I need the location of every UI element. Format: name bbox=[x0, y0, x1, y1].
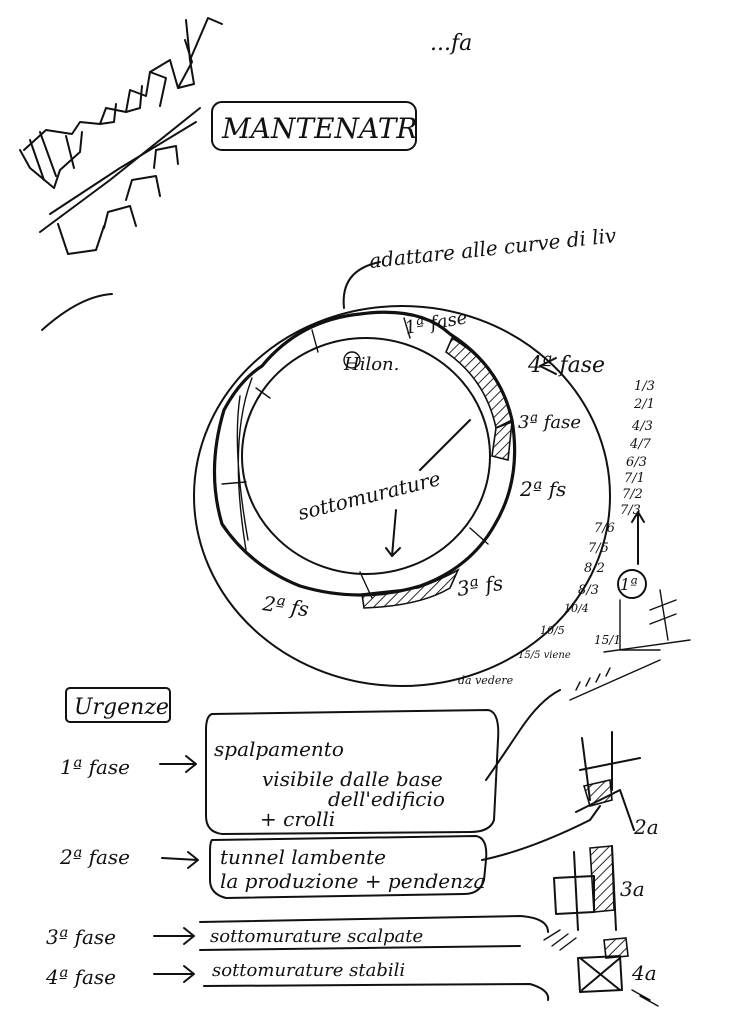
urgenze-row-3: 3ª fase sottomurature scalpate bbox=[46, 915, 549, 951]
leader-arrow-down bbox=[385, 509, 401, 557]
outer-contour-circle bbox=[193, 305, 611, 687]
top-note: ...fa bbox=[430, 31, 472, 56]
marker-circle bbox=[617, 569, 647, 599]
row-phase-label: 3ª fase bbox=[46, 925, 116, 949]
ring-diagram bbox=[193, 261, 611, 687]
date-item: 15/1 bbox=[594, 633, 621, 647]
ring-outer-note: adattare alle curve di liv bbox=[368, 223, 618, 273]
date-item: 15/5 viene bbox=[518, 650, 571, 661]
section-label-2a: 2a bbox=[633, 815, 659, 839]
hub-label: Hilon. bbox=[343, 354, 399, 375]
row-text: tunnel lambente bbox=[220, 845, 386, 869]
row-arrow bbox=[161, 851, 199, 869]
date-item: 4/3 bbox=[631, 419, 653, 434]
section-label-4a: 4a bbox=[631, 961, 657, 985]
date-item: 7/2 bbox=[622, 487, 643, 502]
date-item: 6/3 bbox=[626, 455, 647, 470]
row-text: + crolli bbox=[260, 807, 335, 831]
timeline-arrow-up bbox=[631, 511, 645, 565]
hatched-segment-4 bbox=[445, 336, 513, 430]
row-phase-label: 4ª fase bbox=[45, 965, 116, 989]
section-ground-4 bbox=[631, 989, 659, 1007]
section-ground-3 bbox=[543, 929, 577, 951]
hatched-segment-3-bottom bbox=[361, 568, 460, 609]
row-phase-label: 2ª fase bbox=[59, 845, 130, 869]
ring-phase-3-bottom: 3ª fs bbox=[455, 571, 504, 601]
ring-phase-1: 1ª fase bbox=[403, 307, 469, 339]
hatched-segment-3-top bbox=[491, 420, 513, 461]
urgenze-row-2: 2ª fase tunnel lambente la produzione + … bbox=[59, 835, 488, 899]
ring-phase-4: 4ª fase bbox=[527, 353, 605, 378]
date-item: 7/5 bbox=[588, 541, 609, 556]
row-text: dell'edificio bbox=[328, 787, 445, 811]
urgenze-heading-box bbox=[65, 687, 171, 723]
outer-ring-wall bbox=[212, 310, 517, 597]
row-text: sottomurature scalpate bbox=[210, 926, 423, 947]
phase4-arrow bbox=[539, 357, 557, 375]
ring-left-double-line bbox=[236, 377, 253, 551]
urgenze-row-4: 4ª fase sottomurature stabili bbox=[45, 960, 550, 1001]
stray-stroke bbox=[41, 293, 113, 331]
timeline-caption: da vedere bbox=[458, 674, 514, 687]
center-label: sottomurature bbox=[295, 466, 443, 525]
date-item: 10/5 bbox=[540, 624, 565, 637]
date-item: 7/1 bbox=[624, 471, 645, 486]
row-box bbox=[199, 915, 549, 951]
date-item: 4/7 bbox=[629, 437, 652, 452]
date-item: 8/2 bbox=[584, 561, 605, 576]
page-title: MANTENATR bbox=[221, 112, 417, 145]
row-text: la produzione + pendenza bbox=[220, 869, 485, 893]
date-item: 10/4 bbox=[564, 602, 589, 615]
date-item: 8/3 bbox=[578, 583, 599, 598]
row-underline bbox=[203, 983, 550, 1001]
row-box bbox=[205, 709, 500, 835]
ring-segment-ticks bbox=[221, 317, 489, 599]
side-section-sketches: 2a 3a 4a bbox=[543, 731, 659, 1007]
date-item: 7/6 bbox=[594, 521, 615, 536]
timeline-ground-hatch bbox=[569, 639, 691, 701]
row-text: visibile dalle base bbox=[262, 767, 443, 791]
row-arrow bbox=[159, 755, 197, 773]
ring-phase-2-left: 2ª fs bbox=[260, 591, 310, 621]
section-hatch-2 bbox=[582, 779, 613, 807]
section-hatch-3 bbox=[589, 845, 615, 913]
leader-center bbox=[419, 419, 471, 471]
ring-phase-3-top: 3ª fase bbox=[518, 412, 581, 433]
connector-to-timeline bbox=[485, 689, 561, 781]
section-hatch-4 bbox=[603, 937, 629, 959]
row-text: spalpamento bbox=[214, 737, 344, 761]
section-sketch-2 bbox=[575, 731, 641, 831]
hub-circle bbox=[343, 351, 361, 369]
timeline-dates: 1/3 2/1 4/3 4/7 6/3 7/1 7/2 7/3 7/6 7/5 … bbox=[458, 379, 691, 701]
title-box bbox=[211, 101, 417, 151]
urgenze-row-1: 1ª fase spalpamento visibile dalle base … bbox=[60, 709, 500, 835]
ring-phase-2-right: 2ª fs bbox=[519, 477, 566, 501]
row-box bbox=[209, 835, 488, 899]
row-text: sottomurature stabili bbox=[212, 960, 405, 981]
urgenze-heading: Urgenze bbox=[74, 695, 169, 720]
section-label-3a: 3a bbox=[620, 877, 645, 901]
marker-label: 1ª bbox=[620, 575, 638, 594]
stair-wall-sketch bbox=[19, 17, 223, 255]
row-phase-label: 1ª fase bbox=[60, 755, 130, 779]
timeline-section-sketch bbox=[619, 589, 677, 651]
row-arrow bbox=[153, 927, 195, 945]
row-arrow bbox=[153, 965, 195, 983]
connector-row-2 bbox=[481, 805, 601, 861]
inner-ring-wall bbox=[241, 337, 491, 575]
date-item: 2/1 bbox=[633, 397, 655, 412]
date-item: 1/3 bbox=[634, 379, 655, 394]
leader-contour bbox=[342, 261, 381, 309]
section-sketch-4 bbox=[577, 955, 623, 993]
